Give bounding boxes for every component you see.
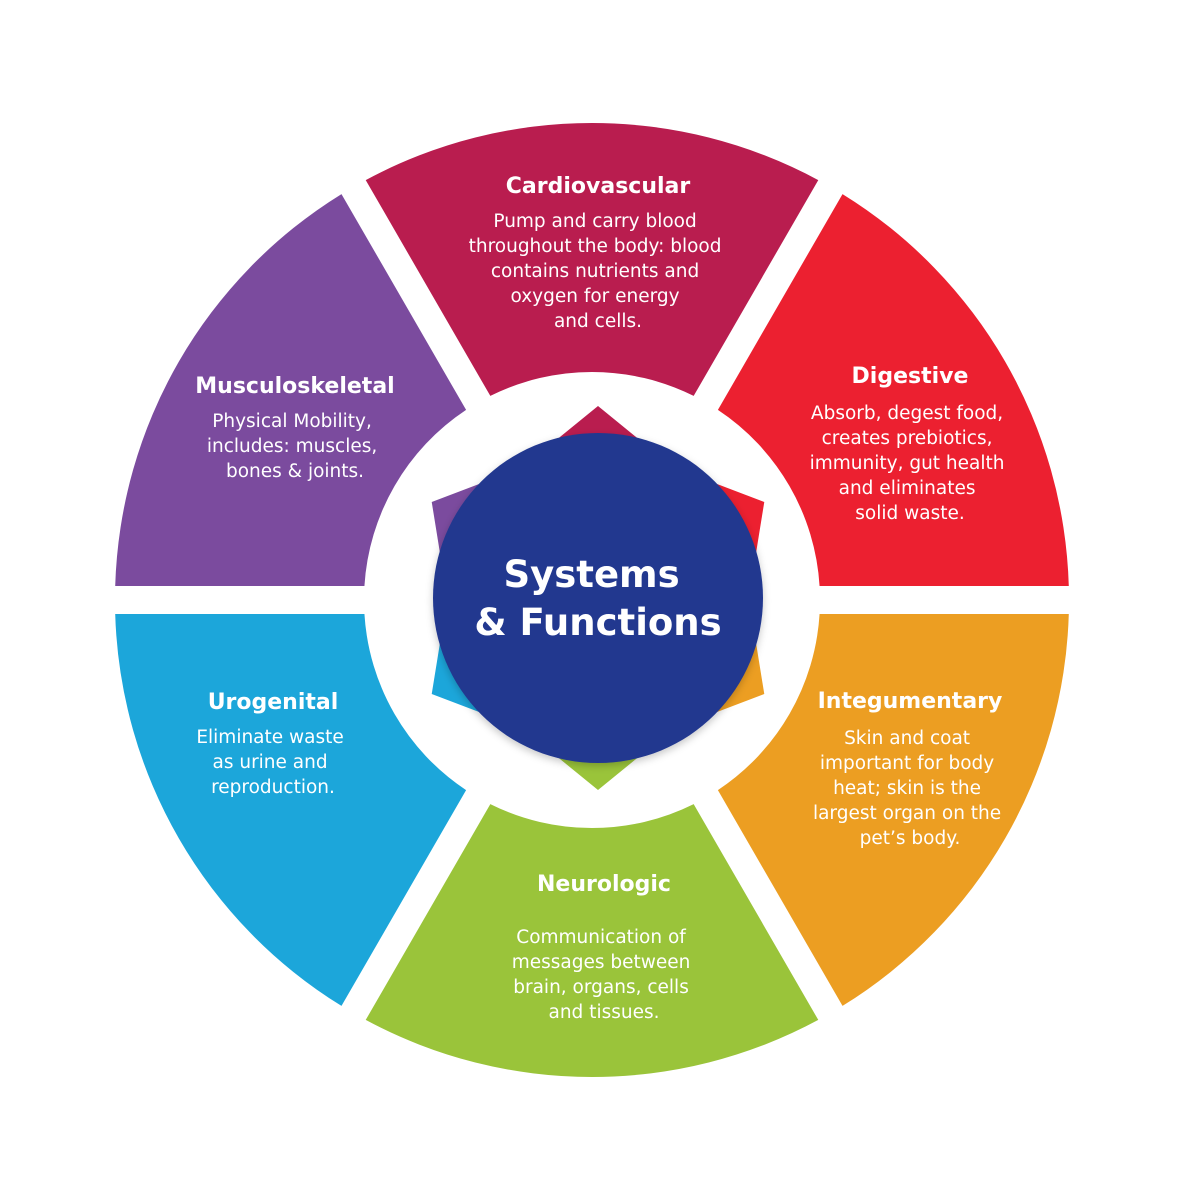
segment-musculoskeletal-description: Physical Mobility, includes: muscles, bo… [207, 411, 383, 482]
segment-digestive-shape [717, 194, 1069, 587]
segment-neurologic-description: Communication of messages between brain,… [512, 927, 697, 1023]
segment-cardiovascular-title: Cardiovascular [506, 174, 691, 199]
segment-musculoskeletal: Musculoskeletal Physical Mobility, inclu… [115, 194, 467, 587]
segment-digestive: Digestive Absorb, degest food, creates p… [717, 194, 1069, 587]
center-title: Systems & Functions [474, 553, 721, 644]
segment-urogenital-description: Eliminate waste as urine and reproductio… [196, 727, 349, 798]
segment-digestive-title: Digestive [852, 364, 969, 389]
segment-neurologic-title: Neurologic [537, 872, 671, 897]
segment-urogenital: Urogenital Eliminate waste as urine and … [115, 613, 467, 1006]
segment-integumentary-description: Skin and coat important for body heat; s… [813, 728, 1007, 849]
segment-neurologic: Neurologic Communication of messages bet… [365, 804, 819, 1077]
segment-neurologic-shape [365, 804, 819, 1077]
segment-cardiovascular-description: Pump and carry blood throughout the body… [469, 211, 728, 332]
segment-cardiovascular: Cardiovascular Pump and carry blood thro… [365, 123, 819, 396]
segment-urogenital-shape [115, 613, 467, 1006]
segment-musculoskeletal-title: Musculoskeletal [195, 374, 394, 399]
segment-cardiovascular-shape [365, 123, 819, 396]
center-circle [433, 433, 763, 763]
segment-integumentary-title: Integumentary [818, 689, 1003, 714]
segment-urogenital-title: Urogenital [208, 690, 339, 715]
segment-integumentary-shape [717, 613, 1069, 1006]
segment-digestive-description: Absorb, degest food, creates prebiotics,… [810, 403, 1011, 524]
segment-musculoskeletal-shape [115, 194, 467, 587]
segment-integumentary: Integumentary Skin and coat important fo… [717, 613, 1069, 1006]
